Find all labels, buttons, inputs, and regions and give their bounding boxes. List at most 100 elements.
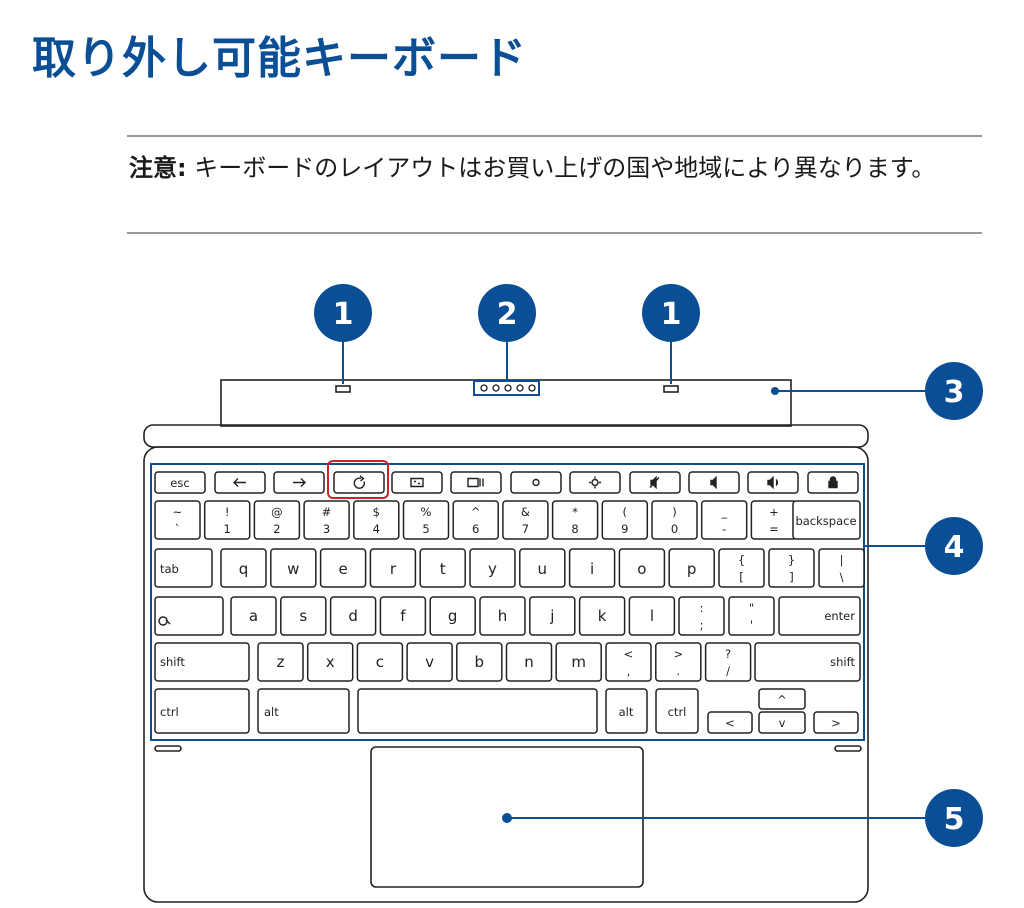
- key-shift-symbol: +: [769, 505, 779, 519]
- letter-key-label: l: [650, 607, 654, 625]
- letter-key: [419, 548, 466, 588]
- key-base-symbol: ;: [700, 618, 704, 632]
- letter-key: [469, 548, 516, 588]
- callout-number-4: 4: [944, 530, 965, 565]
- key-shift-symbol: (: [623, 505, 628, 519]
- tab-key: [154, 548, 213, 588]
- pogo-pin: [528, 384, 536, 392]
- shift-key-label: shift: [160, 655, 185, 669]
- key-base-symbol: .: [676, 664, 680, 678]
- letter-key: [618, 548, 666, 588]
- callout-bubble-4: [925, 517, 983, 575]
- refresh-icon: [353, 475, 365, 489]
- brightness-up-key: [569, 471, 621, 494]
- number-key: [551, 500, 599, 540]
- callout-bubble-3: [925, 362, 983, 420]
- letter-key: [505, 642, 553, 682]
- letter-key: [578, 596, 626, 636]
- letter-key-label: m: [571, 653, 586, 671]
- ctrl-key-left: [154, 688, 250, 734]
- key-base-symbol: 2: [273, 522, 280, 536]
- key-shift-symbol: _: [720, 505, 727, 519]
- alt-key-left: [257, 688, 350, 734]
- window-overview-icon: [467, 477, 484, 488]
- symbol-key: [818, 548, 865, 588]
- mute-icon: [649, 475, 660, 490]
- letter-key-label: o: [637, 560, 646, 578]
- ctrl-key-right: [655, 688, 699, 734]
- arrow-up-key: [758, 688, 806, 710]
- palm-line-left: [154, 745, 182, 752]
- letter-key: [270, 548, 317, 588]
- backspace-key: [792, 500, 861, 540]
- key-base-symbol: 8: [571, 522, 578, 536]
- esc-key-label: esc: [170, 476, 189, 490]
- arrow-down-key: [758, 711, 806, 734]
- space-key: [357, 688, 598, 734]
- search-icon: [158, 616, 171, 626]
- letter-key-label: b: [475, 653, 485, 671]
- callout-number-1b: 1: [661, 297, 682, 332]
- arrow-left-key: [707, 711, 753, 734]
- key-shift-symbol: ): [672, 505, 677, 519]
- arrow-left-label: <: [725, 716, 735, 730]
- symbol-key: [678, 596, 725, 636]
- letter-key-label: c: [376, 653, 384, 671]
- letter-key-label: x: [326, 653, 335, 671]
- number-key: [303, 500, 350, 540]
- key-base-symbol: 0: [671, 522, 678, 536]
- letter-key-label: u: [538, 560, 548, 578]
- letter-key-label: q: [239, 560, 249, 578]
- key-shift-symbol: {: [738, 553, 745, 567]
- number-key: [154, 500, 201, 540]
- number-key: [651, 500, 698, 540]
- key-base-symbol: 1: [224, 522, 231, 536]
- key-shift-symbol: ^: [471, 505, 481, 519]
- callout-bubble-2: [478, 284, 536, 342]
- key-shift-symbol: !: [225, 505, 230, 519]
- letter-key: [257, 642, 304, 682]
- volume-down-icon: [710, 475, 717, 490]
- note-label: 注意:: [129, 154, 187, 182]
- letter-key-label: r: [390, 560, 397, 578]
- key-base-symbol: 3: [323, 522, 330, 536]
- letter-key: [568, 548, 616, 588]
- letter-key-label: d: [348, 607, 358, 625]
- fullscreen-icon: [410, 477, 424, 488]
- symbol-key: [718, 548, 765, 588]
- callout-dot-5: [502, 813, 512, 823]
- overview-key: [450, 471, 502, 494]
- tab-key-label: tab: [160, 562, 179, 576]
- ctrl-key-label: ctrl: [160, 705, 179, 719]
- letter-key: [628, 596, 676, 636]
- key-shift-symbol: ?: [725, 647, 731, 661]
- enter-key-label: enter: [824, 609, 855, 623]
- letter-key: [406, 642, 453, 682]
- search-key: [154, 596, 224, 636]
- top-divider: [127, 135, 982, 137]
- letter-key: [429, 596, 476, 636]
- callout-bubble-1b: [642, 284, 700, 342]
- key-shift-symbol: #: [322, 505, 332, 519]
- key-base-symbol: ': [750, 618, 753, 632]
- pogo-pin: [516, 384, 524, 392]
- alt-key-label: alt: [619, 705, 634, 719]
- letter-key-label: a: [249, 607, 258, 625]
- arrow-right-key: [813, 711, 859, 734]
- letter-key-label: p: [687, 560, 697, 578]
- key-base-symbol: =: [769, 522, 779, 536]
- number-key: [402, 500, 450, 540]
- key-shift-symbol: >: [673, 647, 683, 661]
- key-base-symbol: -: [722, 522, 726, 536]
- note-text: 注意: キーボードのレイアウトはお買い上げの国や地域により異なります。: [129, 152, 969, 185]
- letter-key-label: z: [277, 653, 285, 671]
- refresh-key: [333, 471, 385, 494]
- letter-key: [479, 596, 526, 636]
- letter-key-label: s: [299, 607, 307, 625]
- key-shift-symbol: ": [749, 601, 754, 615]
- letter-key: [555, 642, 602, 682]
- letter-key-label: t: [440, 560, 446, 578]
- letter-key-label: j: [549, 607, 554, 625]
- key-base-symbol: 7: [522, 522, 529, 536]
